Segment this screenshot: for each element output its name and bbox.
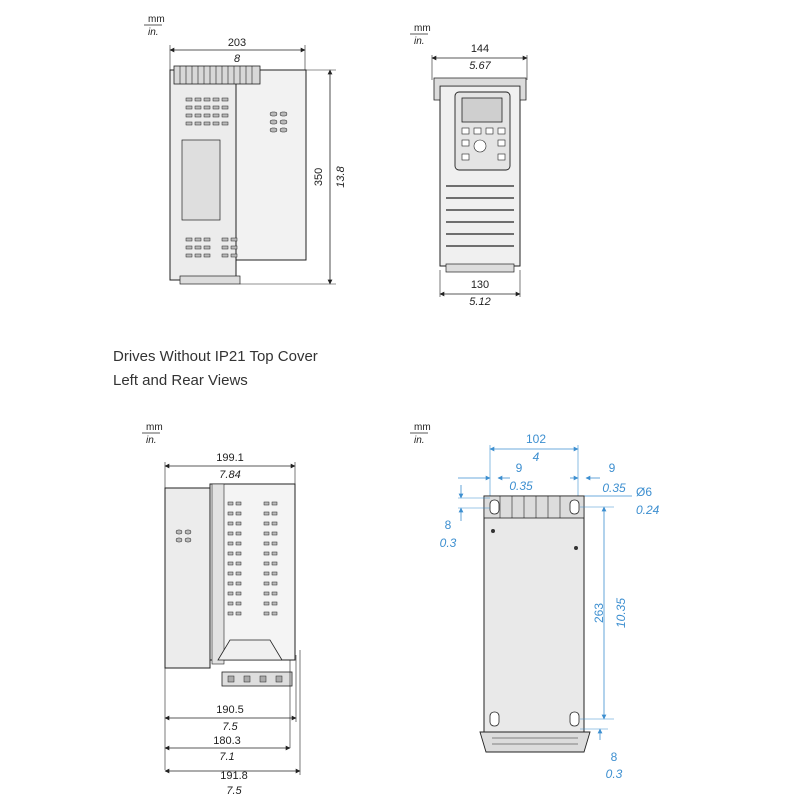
front-vent-slots — [446, 185, 514, 247]
bottom-base — [479, 731, 591, 753]
unit-in-label: in. — [148, 27, 159, 38]
mounting-hole — [489, 711, 500, 727]
mount-height-in: 10.35 — [614, 598, 628, 628]
right-edge-in: 0.35 — [602, 481, 626, 495]
hole-diameter-in: 0.24 — [636, 503, 660, 517]
bottom-width-mm: 130 — [471, 279, 489, 291]
unit-mm-label: mm — [146, 422, 163, 433]
height-mm: 350 — [313, 168, 325, 186]
front-view-top: mm in. 144 5.67 1 — [410, 23, 528, 308]
unit-mm-label: mm — [414, 23, 431, 34]
side-label-plate — [181, 139, 221, 221]
bottom-width-in: 5.12 — [469, 296, 490, 308]
keypad-jog-wheel — [473, 139, 487, 153]
depth-2-mm: 180.3 — [213, 735, 241, 747]
top-offset-mm: 8 — [445, 518, 452, 532]
top-depth-mm: 199.1 — [216, 452, 244, 464]
hole-diameter-mm: Ø6 — [636, 485, 652, 499]
depth-1-mm: 190.5 — [216, 704, 244, 716]
rear-mounting-plate — [483, 495, 585, 733]
keypad-button — [497, 139, 506, 147]
depth-1-in: 7.5 — [222, 721, 238, 733]
left-edge-in: 0.35 — [509, 479, 533, 493]
mounting-hole — [569, 499, 580, 515]
top-width-mm: 144 — [471, 43, 489, 55]
width-in: 8 — [234, 53, 241, 65]
unit-mm-label: mm — [414, 422, 431, 433]
keypad-display — [461, 97, 503, 123]
height-in: 13.8 — [335, 165, 347, 187]
unit-mm-label: mm — [148, 14, 165, 25]
rear-view-bottom: mm in. 102 4 9 0.35 9 0.35 Ø6 0.24 — [410, 422, 660, 781]
caption-line-1: Drives Without IP21 Top Cover — [113, 348, 318, 365]
top-offset-in: 0.3 — [440, 536, 457, 550]
mounting-hole — [569, 711, 580, 727]
top-bracket — [433, 77, 527, 101]
side-view-bottom: mm in. 199.1 7.84 — [142, 422, 301, 797]
mount-width-mm: 102 — [526, 432, 546, 446]
keypad-button — [497, 153, 506, 161]
keypad-button — [485, 127, 494, 135]
bottom-offset-mm: 8 — [611, 750, 618, 764]
width-mm: 203 — [228, 37, 246, 49]
drive-body-right — [235, 69, 307, 261]
unit-in-label: in. — [414, 435, 425, 446]
depth-3-mm: 191.8 — [220, 770, 248, 782]
keypad-button — [473, 127, 482, 135]
depth-2-in: 7.1 — [219, 751, 234, 763]
mount-height-mm: 263 — [592, 603, 606, 623]
bottom-offset-in: 0.3 — [606, 767, 623, 781]
bottom-connector — [179, 275, 241, 285]
terminal-block — [221, 671, 293, 687]
drive-body-left — [164, 487, 211, 669]
bottom-connector — [445, 263, 515, 273]
mounting-hole — [489, 499, 500, 515]
keypad-button — [461, 139, 470, 147]
unit-in-label: in. — [146, 435, 157, 446]
mount-width-in: 4 — [533, 450, 540, 464]
cooling-fins — [173, 65, 261, 85]
unit-in-label: in. — [414, 36, 425, 47]
side-view-top: mm in. 203 8 — [144, 14, 347, 285]
keypad-button — [461, 127, 470, 135]
keypad-button — [497, 127, 506, 135]
top-depth-in: 7.84 — [219, 469, 240, 481]
left-edge-mm: 9 — [516, 461, 523, 475]
caption-line-2: Left and Rear Views — [113, 372, 248, 389]
right-edge-mm: 9 — [609, 461, 616, 475]
depth-3-in: 7.5 — [226, 785, 242, 797]
keypad-button — [461, 153, 470, 161]
top-width-in: 5.67 — [469, 60, 491, 72]
side-vent-grid — [175, 501, 278, 616]
